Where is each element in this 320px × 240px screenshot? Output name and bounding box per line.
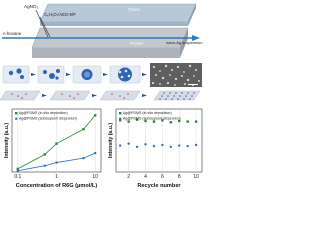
droplet-step-2 [37, 65, 65, 84]
plot-frame [115, 108, 203, 173]
inlet-reagent [39, 16, 51, 38]
data-point [144, 143, 147, 146]
substrate-arrow-2 [92, 94, 97, 97]
data-point [161, 119, 164, 122]
data-point [152, 144, 156, 148]
legend-marker [15, 117, 18, 120]
x-tick-label: 10 [92, 174, 98, 180]
inlet-agno3 [35, 9, 49, 38]
process-arrow-1 [31, 73, 36, 76]
legend-label: Ag@PDMS (in situ deposition) [19, 111, 68, 115]
substrate-row [0, 88, 205, 102]
data-point [178, 119, 181, 123]
substrate-arrow-3 [142, 94, 147, 97]
x-tick-label: 2 [127, 174, 130, 180]
data-point [127, 120, 130, 123]
x-tick-label: 10 [193, 174, 199, 180]
y-axis-label: Intensity (a.u.) [4, 123, 10, 158]
substrate-plate-1 [0, 90, 41, 101]
data-point [119, 119, 122, 122]
y-axis-label: Intensity (a.u.) [108, 123, 114, 158]
sem-micrograph [150, 63, 202, 87]
legend-marker [119, 112, 122, 115]
data-point [194, 120, 198, 123]
substrate-plate-4 [153, 90, 201, 101]
data-point [55, 161, 58, 164]
pdms-label: PDMS [130, 41, 144, 46]
data-point [194, 143, 198, 147]
x-tick-label: 4 [144, 174, 147, 180]
data-point [55, 142, 58, 145]
data-point [178, 144, 181, 147]
process-arrow-4 [142, 73, 147, 76]
legend-label: Ag@PDMS (subsequent dispersion) [123, 117, 181, 121]
data-point [135, 145, 139, 148]
process-arrow-3 [103, 73, 108, 76]
droplet-step-1 [2, 65, 30, 84]
x-tick-label: 0.1 [14, 174, 21, 180]
data-point [16, 167, 20, 171]
legend-marker [119, 117, 122, 120]
data-point [161, 143, 164, 147]
data-point [152, 120, 156, 123]
droplet-step-4 [109, 65, 141, 84]
outlet-arrow [192, 35, 200, 41]
droplet-step-3 [72, 65, 102, 84]
data-point [82, 156, 85, 160]
legend-label: Ag@PDMS (in situ deposition) [123, 111, 172, 115]
data-point [169, 121, 173, 124]
process-drawing [2, 63, 202, 87]
data-point [43, 153, 47, 156]
x-axis-label: Recycle number [137, 183, 181, 189]
channel-schematic: AgNO₃ C₆H₅O₇/AEO-9/P Glass n-hexane PDMS… [0, 0, 205, 62]
glass-label: Glass [128, 7, 140, 12]
data-point [127, 142, 130, 145]
data-point [119, 144, 122, 147]
agno3-label: AgNO₃ [24, 4, 39, 9]
hexane-label: n-hexane [3, 31, 22, 36]
process-arrow-2 [66, 73, 71, 76]
legend-marker [15, 112, 18, 115]
x-tick-label: 8 [178, 174, 181, 180]
data-point [186, 120, 189, 123]
x-axis-label: Concentration of R6G (μmol/L) [16, 183, 98, 189]
data-point [43, 164, 47, 167]
substrate-drawing [0, 90, 201, 101]
data-point [16, 169, 20, 172]
legend-label: Ag@PDMS (subsequent dispersion) [19, 117, 77, 121]
data-point [93, 114, 97, 117]
data-point [144, 119, 147, 123]
data-point [186, 144, 189, 148]
data-point [169, 145, 173, 148]
reagent-label: C₆H₅O₇/AEO-9/P [44, 12, 76, 17]
data-point [93, 151, 97, 155]
data-point [135, 118, 139, 121]
process-sequence [0, 62, 205, 88]
channel-drawing [2, 3, 200, 58]
x-tick-label: 6 [161, 174, 164, 180]
substrate-arrow-1 [42, 94, 47, 97]
x-tick-label: 1 [55, 174, 58, 180]
suspension-label: nano-Ag suspension [166, 40, 203, 45]
data-point [82, 127, 85, 131]
